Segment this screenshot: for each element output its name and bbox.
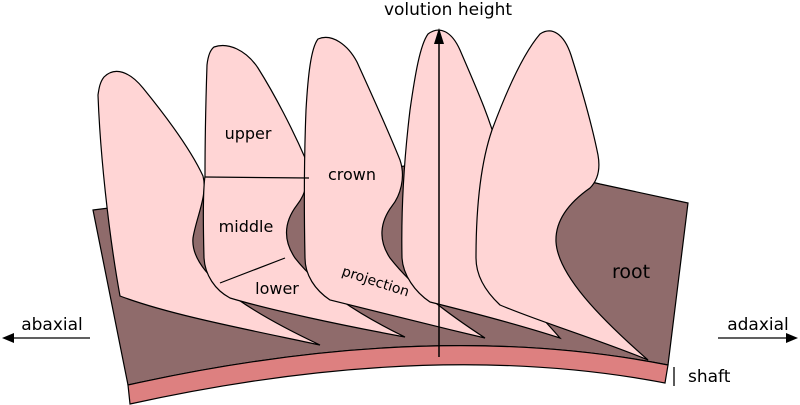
septum-1 [97, 70, 321, 346]
abaxial-arrowhead [2, 333, 14, 343]
middle-lower-divider [219, 257, 286, 284]
lower-label: lower [255, 279, 299, 298]
root-label: root [612, 261, 650, 283]
upper-middle-divider [204, 176, 310, 179]
shaft-band [127, 345, 669, 405]
septum-3 [303, 36, 486, 339]
crown-label: crown [328, 165, 376, 184]
septum-5 [475, 30, 649, 361]
upper-label: upper [225, 124, 272, 143]
adaxial-arrowhead [786, 333, 798, 343]
abaxial-label: abaxial [21, 315, 83, 335]
middle-label: middle [219, 217, 274, 236]
volution-height-label: volution height [384, 0, 512, 20]
shaft-label: shaft [688, 367, 731, 387]
volution-height-arrowhead [434, 28, 444, 44]
adaxial-label: adaxial [727, 315, 789, 335]
